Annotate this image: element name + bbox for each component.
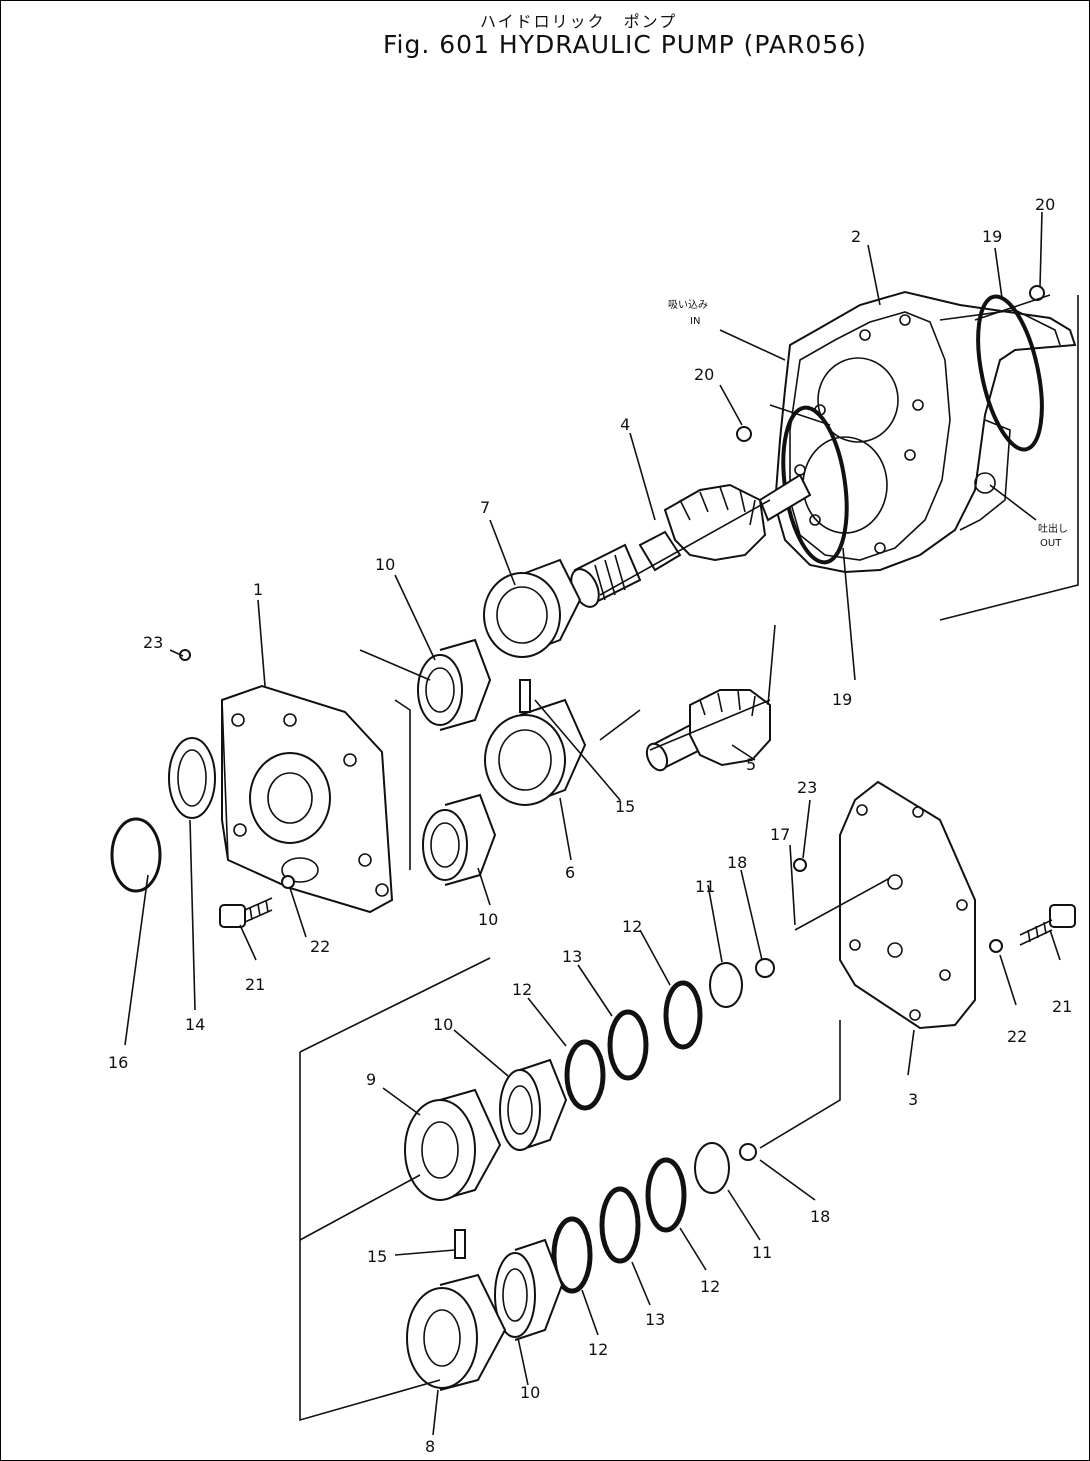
plate-11-lower bbox=[694, 1142, 730, 1194]
callout-5: 5 bbox=[746, 755, 756, 774]
assembly-axis-lines-body bbox=[769, 294, 1051, 426]
driven-gear-part-5 bbox=[645, 624, 776, 772]
stud-part-17 bbox=[794, 877, 891, 931]
out-port-leader bbox=[989, 484, 1037, 521]
japanese-title: ハイドロリック ポンプ bbox=[480, 12, 678, 31]
callout-12-lower-left: 12 bbox=[588, 1340, 608, 1359]
bolt-part-21-left bbox=[219, 897, 273, 928]
callout-4: 4 bbox=[620, 415, 630, 434]
callout-10-lower-upper: 10 bbox=[433, 1015, 453, 1034]
ball-bearing-part-14 bbox=[168, 737, 216, 819]
out-port-label: OUT bbox=[1040, 538, 1062, 549]
callout-10-top: 10 bbox=[375, 555, 395, 574]
callout-20-mid: 20 bbox=[694, 365, 714, 384]
leader-lines bbox=[124, 211, 1061, 1436]
in-port-leader bbox=[719, 329, 786, 361]
seal-12-upper-left bbox=[564, 1039, 606, 1111]
callout-23-right: 23 bbox=[797, 778, 817, 797]
callout-2: 2 bbox=[851, 227, 861, 246]
plug-part-23-right bbox=[793, 858, 807, 872]
plug-18-upper bbox=[755, 958, 775, 978]
front-cover-part-1 bbox=[221, 684, 394, 914]
bushing-part-6 bbox=[484, 679, 587, 806]
plate-11-upper bbox=[709, 962, 743, 1008]
bushing-part-7 bbox=[483, 558, 582, 658]
callout-17: 17 bbox=[770, 825, 790, 844]
callout-22-left: 22 bbox=[310, 937, 330, 956]
callout-21-left: 21 bbox=[245, 975, 265, 994]
needle-bearing-10-lower-upper bbox=[499, 1058, 568, 1151]
bracket-line-far-right bbox=[939, 295, 1079, 621]
callout-16: 16 bbox=[108, 1053, 128, 1072]
callout-6: 6 bbox=[565, 863, 575, 882]
bracket-line-cover bbox=[394, 699, 411, 870]
dowel-pin-15-lower bbox=[454, 1229, 466, 1259]
seal-13-upper bbox=[607, 1009, 649, 1081]
callout-14: 14 bbox=[185, 1015, 205, 1034]
callout-12-lower-right: 12 bbox=[700, 1277, 720, 1296]
callout-10-mid: 10 bbox=[478, 910, 498, 929]
washer-part-22-right bbox=[989, 939, 1003, 953]
callout-23-left: 23 bbox=[143, 633, 163, 652]
seal-12-lower-left bbox=[551, 1216, 593, 1294]
callout-19-bottom: 19 bbox=[832, 690, 852, 709]
callout-20-top: 20 bbox=[1035, 195, 1055, 214]
washer-part-22-left bbox=[281, 875, 295, 889]
callout-13-lower: 13 bbox=[645, 1310, 665, 1329]
callout-12-upper-right: 12 bbox=[622, 917, 642, 936]
needle-bearing-10-mid bbox=[422, 793, 497, 886]
snap-ring-part-16 bbox=[110, 817, 162, 893]
in-port-jp-label: 吸い込み bbox=[668, 299, 708, 311]
seal-13-lower bbox=[599, 1186, 641, 1264]
in-port-label: IN bbox=[690, 316, 700, 327]
callout-13-upper: 13 bbox=[562, 947, 582, 966]
drive-gear-shaft-part-4 bbox=[570, 473, 812, 608]
callout-12-upper-left: 12 bbox=[512, 980, 532, 999]
callout-8: 8 bbox=[425, 1437, 435, 1456]
bracket-line-right bbox=[759, 1020, 841, 1149]
bushing-part-8 bbox=[406, 1273, 507, 1391]
callout-7: 7 bbox=[480, 498, 490, 517]
rear-cover-part-3 bbox=[839, 780, 976, 1030]
callout-15-bottom: 15 bbox=[367, 1247, 387, 1266]
bolt-part-21-right bbox=[1019, 904, 1076, 946]
bracket-line-left bbox=[299, 1052, 441, 1422]
callout-22-right: 22 bbox=[1007, 1027, 1027, 1046]
bracket-line-mid bbox=[299, 1174, 421, 1241]
needle-bearing-10-lowest bbox=[494, 1238, 564, 1341]
seal-12-upper-right bbox=[663, 980, 703, 1050]
callout-1: 1 bbox=[253, 580, 263, 599]
bracket-line-top bbox=[299, 957, 491, 1053]
callout-11-bottom: 11 bbox=[752, 1243, 772, 1262]
plug-18-lower bbox=[739, 1143, 757, 1161]
out-port-jp-label: 吐出し bbox=[1038, 522, 1068, 535]
bushing-part-9 bbox=[404, 1088, 502, 1201]
callout-15-top: 15 bbox=[615, 797, 635, 816]
o-ring-19-rear bbox=[976, 294, 1044, 452]
needle-bearing-10-upper bbox=[417, 638, 492, 731]
callout-3: 3 bbox=[908, 1090, 918, 1109]
callout-18-top: 18 bbox=[727, 853, 747, 872]
callout-11-top: 11 bbox=[695, 877, 715, 896]
callout-10-lowest: 10 bbox=[520, 1383, 540, 1402]
assembly-axis-lines bbox=[359, 499, 771, 751]
seal-12-lower-right bbox=[645, 1157, 687, 1233]
callout-19-top: 19 bbox=[982, 227, 1002, 246]
figure-title: Fig. 601 HYDRAULIC PUMP (PAR056) bbox=[383, 30, 867, 59]
pump-body-part-2 bbox=[773, 290, 1077, 574]
callout-21-right: 21 bbox=[1052, 997, 1072, 1016]
callout-9: 9 bbox=[366, 1070, 376, 1089]
seal-20-front bbox=[736, 426, 752, 442]
callout-18-bottom: 18 bbox=[810, 1207, 830, 1226]
